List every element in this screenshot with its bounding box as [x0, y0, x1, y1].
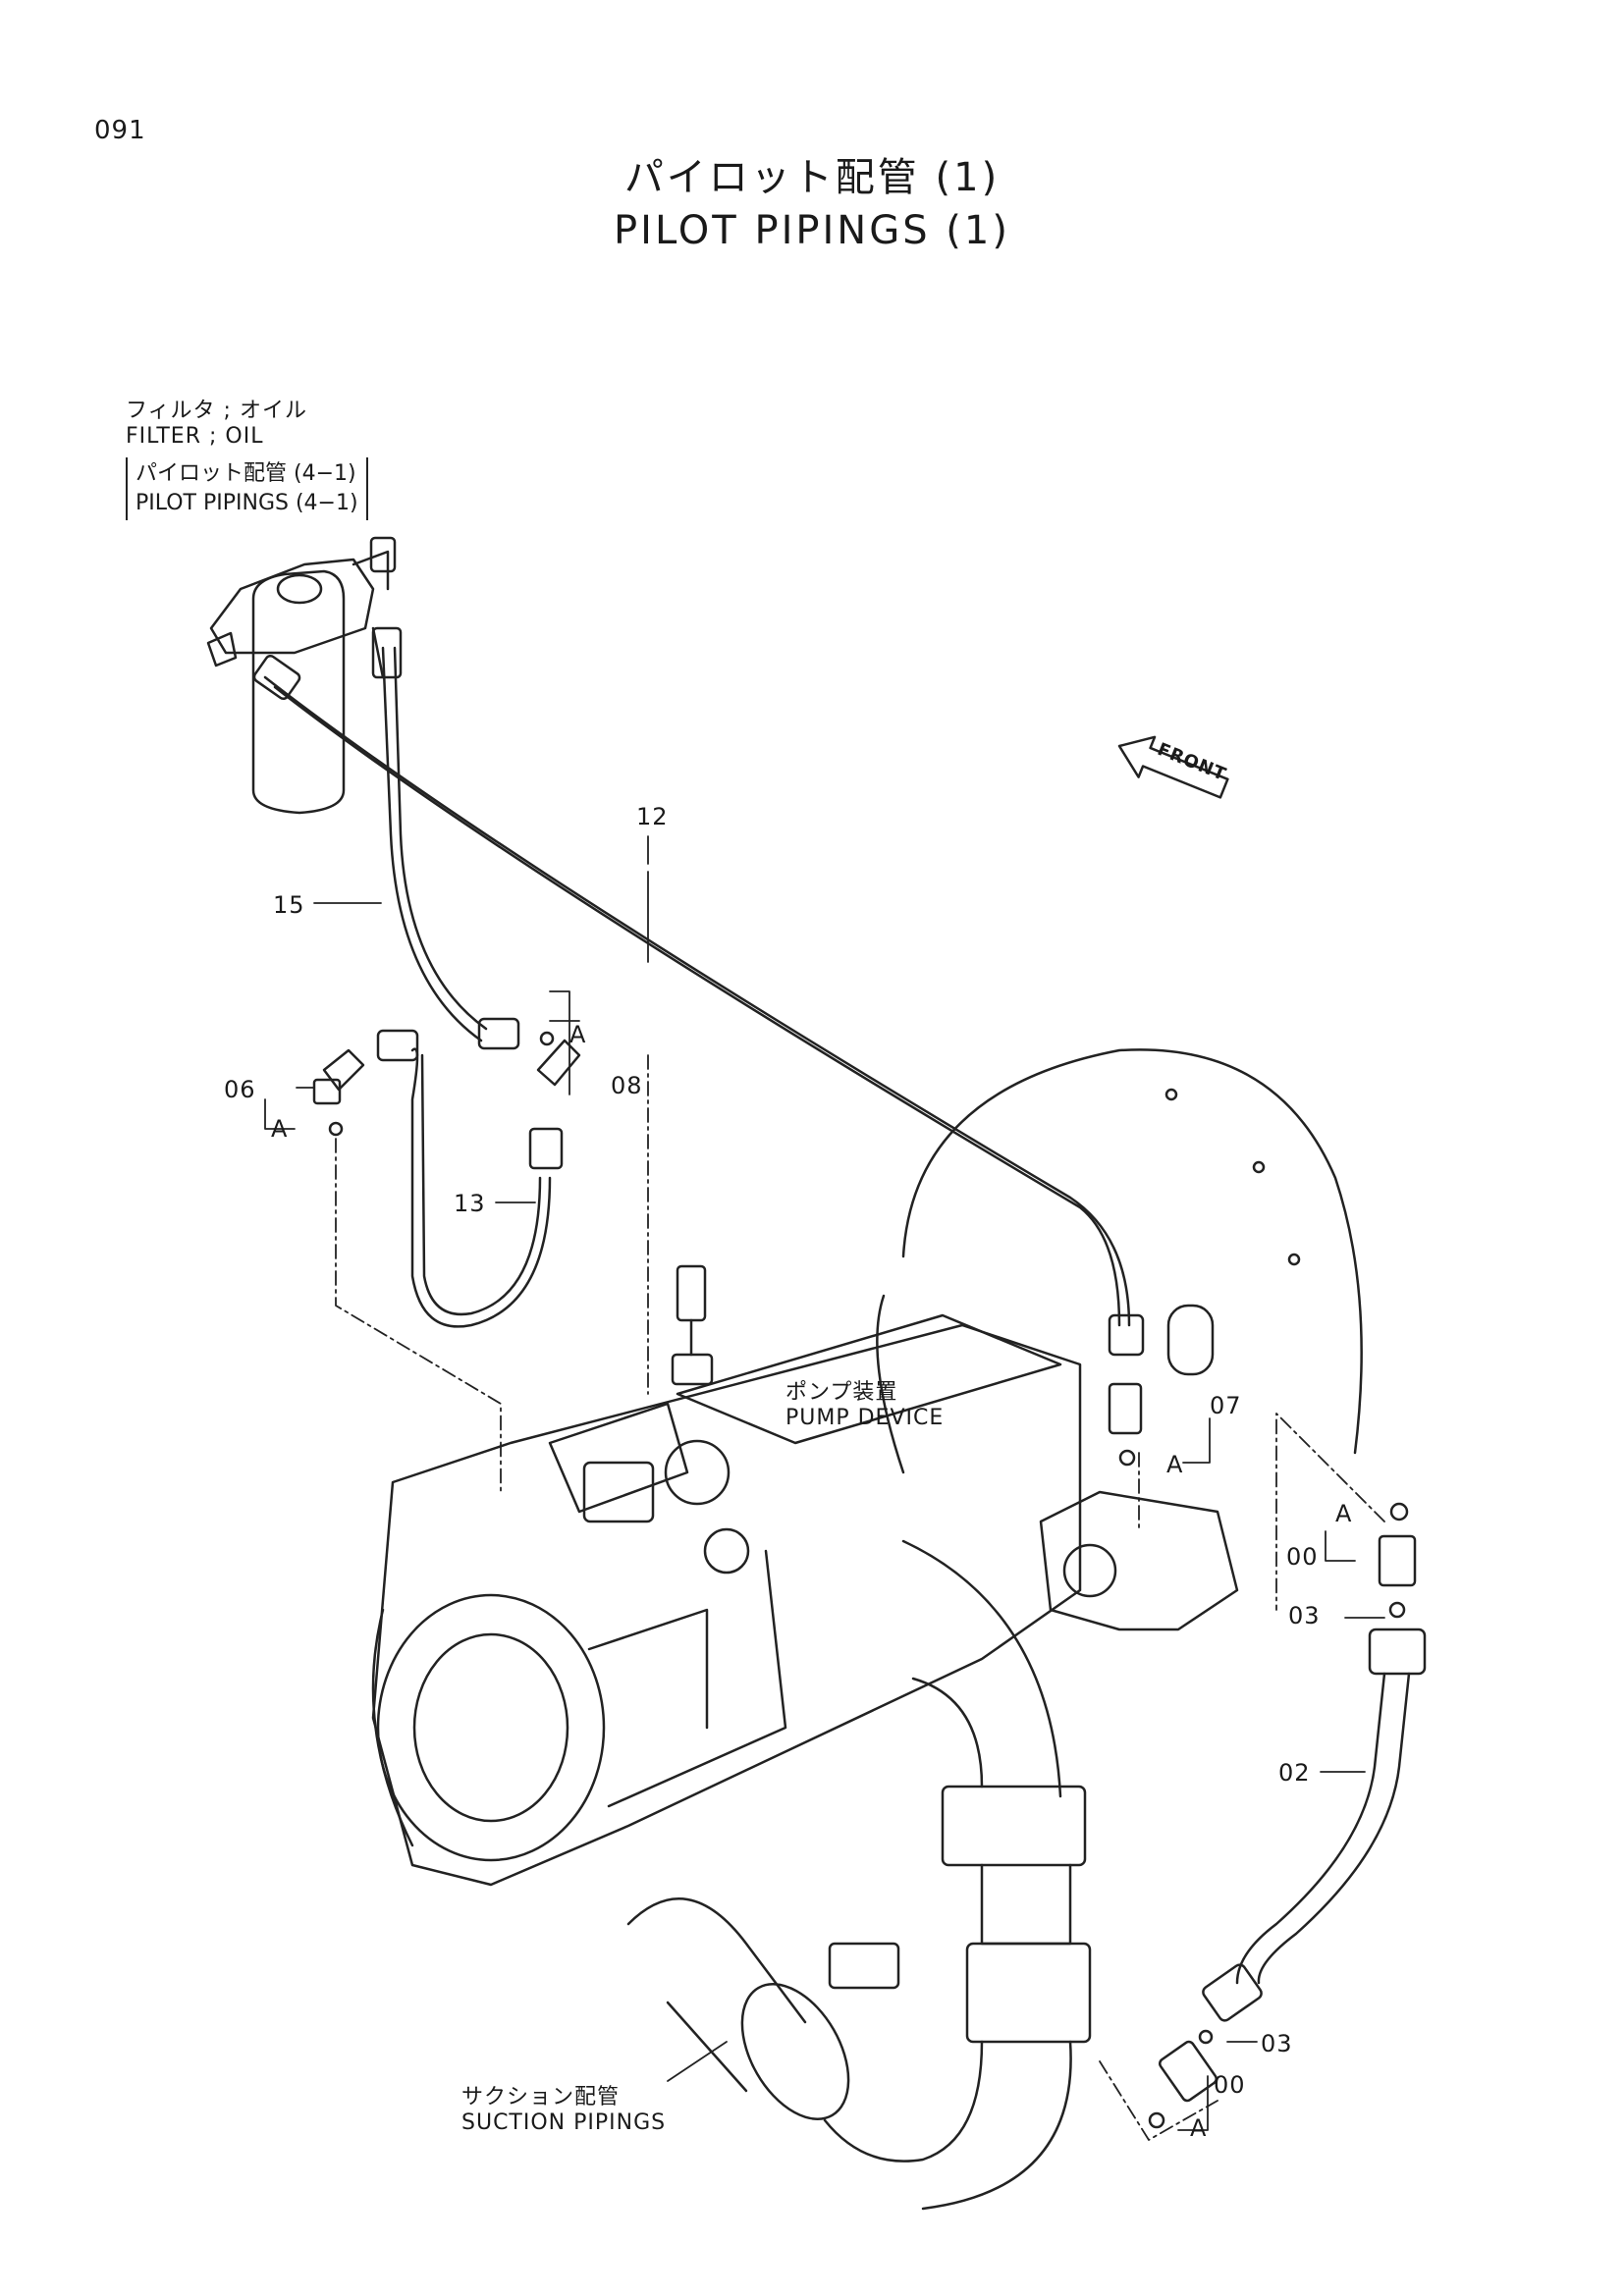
part-number-12: 12 [636, 803, 669, 830]
page-title-jp: パイロット配管 (1) [623, 155, 1001, 200]
detail-marker-a-06: A [271, 1115, 289, 1143]
part-number-00-upper: 00 [1286, 1543, 1319, 1571]
fitting-06 [312, 1048, 365, 1137]
flywheel-housing [876, 1048, 1363, 1474]
pump-label-jp: ポンプ装置 [785, 1380, 898, 1405]
detail-marker-a-00-upper: A [1335, 1500, 1353, 1527]
hose-15 [371, 626, 520, 1050]
gear-pump [1039, 1304, 1239, 1631]
front-arrow-icon [1117, 735, 1229, 799]
page-id: 091 [94, 116, 146, 145]
part-number-13: 13 [454, 1190, 486, 1217]
page-title-en: PILOT PIPINGS (1) [614, 208, 1010, 253]
fitting-07 [1108, 1382, 1143, 1467]
part-number-03-upper: 03 [1288, 1602, 1321, 1629]
detail-marker-a-00-lower: A [1190, 2114, 1208, 2142]
part-number-06: 06 [224, 1076, 256, 1103]
part-number-02: 02 [1278, 1759, 1311, 1787]
suction-pipe [823, 1539, 1092, 2211]
filter-ref-en: PILOT PIPINGS (4−1) [135, 491, 358, 515]
fitting-08 [536, 1031, 581, 1087]
fittings-00-03-upper [1368, 1502, 1427, 1676]
detail-marker-a-07: A [1166, 1451, 1184, 1478]
suction-label-jp: サクション配管 [461, 2085, 621, 2109]
filter-ref-jp: パイロット配管 (4−1) [135, 461, 356, 486]
hose-13 [376, 1029, 564, 1328]
part-number-08: 08 [611, 1072, 643, 1099]
hose-12 [252, 654, 1145, 1357]
label-leaders [264, 835, 1385, 2131]
detail-marker-a-08: A [569, 1021, 587, 1048]
fittings-00-03-lower [1148, 2029, 1218, 2129]
part-number-03-lower: 03 [1261, 2030, 1293, 2057]
pump-label-en: PUMP DEVICE [785, 1406, 945, 1430]
suction-hose [626, 1897, 900, 2120]
hose-02 [1202, 1672, 1411, 2022]
filter-label-jp: フィルタ ; オイル [126, 399, 307, 423]
part-number-15: 15 [273, 891, 305, 919]
filter-label-en: FILTER ; OIL [126, 424, 264, 449]
oil-filter-drawing [206, 536, 397, 815]
part-number-07: 07 [1210, 1392, 1242, 1419]
sensor-connector [671, 1264, 714, 1386]
part-number-00-lower: 00 [1214, 2071, 1246, 2099]
pump-body [371, 1313, 1082, 1887]
leader-lines [335, 1054, 1385, 2141]
suction-label-en: SUCTION PIPINGS [461, 2110, 667, 2135]
filter-reference: パイロット配管 (4−1) PILOT PIPINGS (4−1) [126, 457, 368, 520]
